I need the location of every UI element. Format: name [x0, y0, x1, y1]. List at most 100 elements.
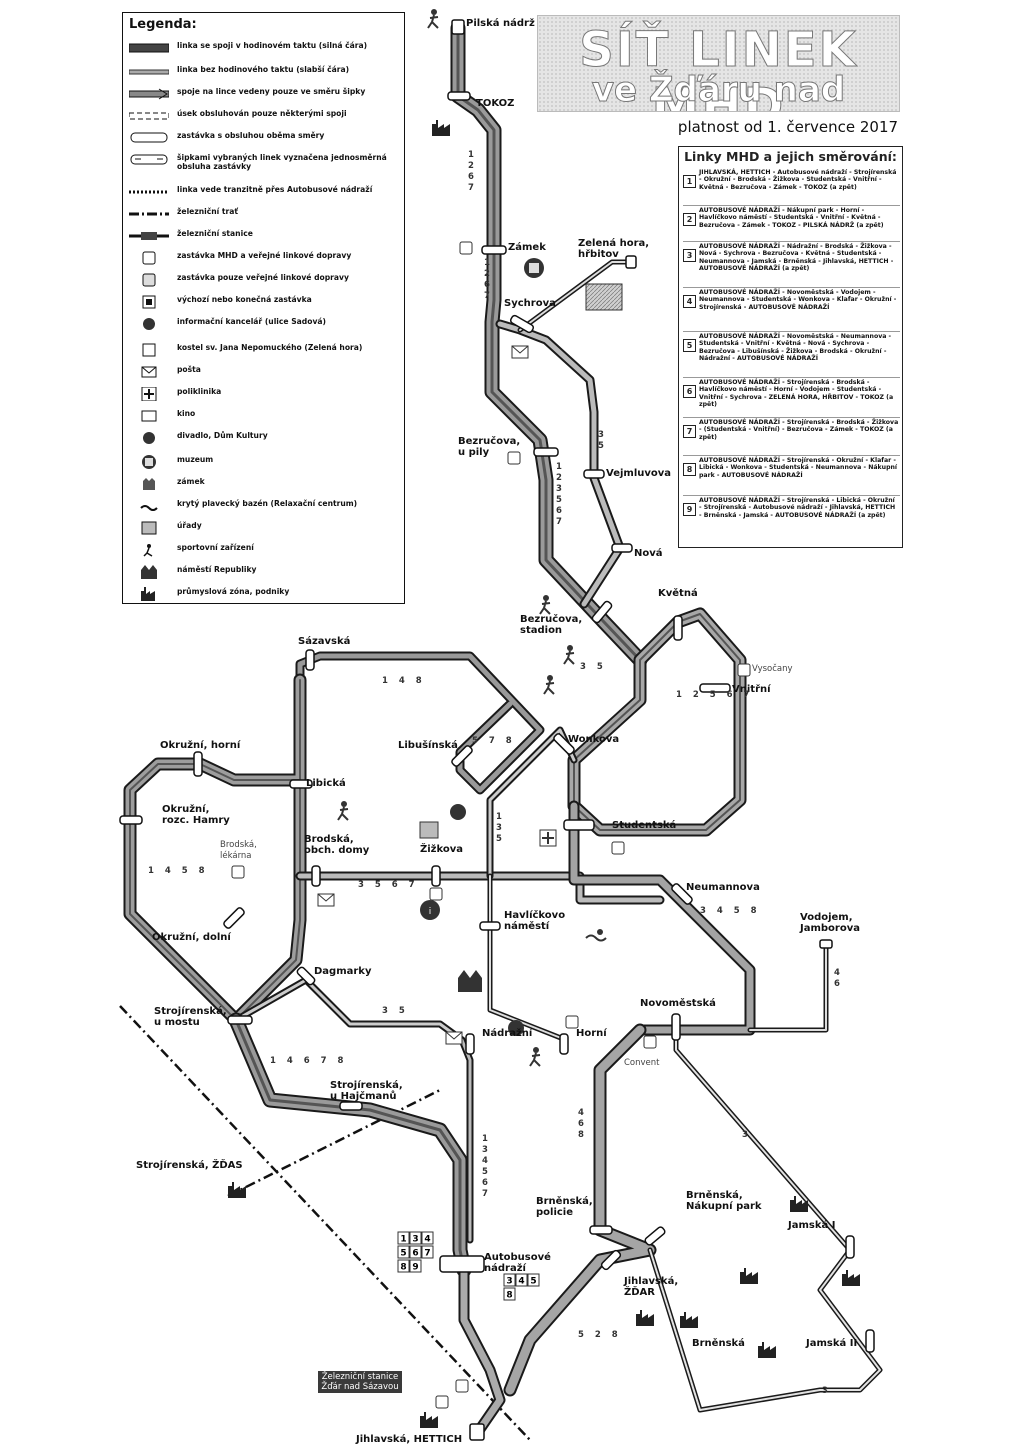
route-description: AUTOBUSOVÉ NÁDRAŽÍ - Strojírenská - Brod…: [699, 419, 899, 441]
map-subtitle: ve Žďáru nad Sázavou: [591, 70, 846, 112]
legend-item: linka se spoji v hodinovém taktu (silná …: [129, 39, 401, 59]
stop-marker-hettich: [469, 1423, 485, 1441]
stop-marker-hajcmanu: [339, 1101, 363, 1111]
stop-marker-bezrucova-stadion: [591, 600, 613, 624]
line-number-badge: 5: [683, 339, 696, 352]
legend-panel: Legenda: linka se spoji v hodinovém takt…: [122, 12, 405, 604]
route-description: JIHLAVSKÁ, HETTICH - Autobusové nádraží …: [699, 169, 897, 191]
stop-marker-jamska-2: [865, 1329, 875, 1353]
route-description: AUTOBUSOVÉ NÁDRAŽÍ - Nákupní park - Horn…: [699, 207, 884, 229]
legend-item-label: úřady: [177, 521, 202, 530]
legend-item: náměstí Republiky: [129, 563, 401, 583]
stop-marker-vodojem: [819, 939, 833, 949]
zizkova-wonkova: [486, 726, 578, 880]
stop-label-sychrova: Sychrova: [504, 298, 556, 309]
legend-item-label: pošta: [177, 365, 201, 374]
stop-marker-dagmarky: [296, 966, 316, 986]
terminus-badge: 8: [506, 1291, 512, 1301]
stop-marker-pilska: [451, 19, 465, 35]
stop-label-libusinska: Libušínská: [398, 740, 458, 751]
legend-item-label: divadlo, Dům Kultury: [177, 431, 268, 440]
legend-item-label: výchozí nebo konečná zastávka: [177, 295, 312, 304]
post-icon: [511, 345, 529, 359]
sport-icon: [563, 645, 575, 665]
legend-item-label: kostel sv. Jana Nepomuckého (Zelená hora…: [177, 343, 363, 352]
legend-item: zastávka s obsluhou oběma směry: [129, 129, 401, 149]
stop-marker-libicka: [289, 779, 313, 789]
post-icon: [445, 1031, 463, 1045]
legend-item-label: náměstí Republiky: [177, 565, 257, 574]
route-separator: [683, 417, 900, 418]
line-number-label: 1 2 5 6 7: [676, 690, 754, 700]
line-number-badge: 3: [683, 249, 696, 262]
thick-line-icon: [129, 43, 169, 53]
stop-marker-nadrazni: [465, 1033, 475, 1055]
line-number-label: 1 2 3 5 6 7: [556, 462, 562, 527]
legend-item: spoje na lince vedeny pouze ve směru šip…: [129, 85, 401, 105]
square-icon: [458, 970, 482, 992]
stop-marker-jamska-1: [845, 1235, 855, 1259]
theatre-icon: [450, 804, 466, 820]
legend-item: linka vede tranzitně přes Autobusové nád…: [129, 183, 401, 203]
sport-icon: [143, 544, 153, 557]
stop-markers: [119, 19, 875, 1441]
legend-item: úsek obsluhován pouze některými spoji: [129, 107, 401, 127]
sport-icon: [539, 595, 551, 615]
stop-label-vodojem: Vodojem, Jamborova: [800, 912, 860, 934]
route-description: AUTOBUSOVÉ NÁDRAŽÍ - Nádražní - Brodská …: [699, 243, 894, 273]
routes-panel-title: Linky MHD a jejich směrování:: [684, 149, 897, 164]
stop-arrows-icon: [130, 154, 168, 165]
stop-label-brnenska: Brněnská: [692, 1338, 745, 1349]
line-number-badge: 6: [683, 385, 696, 398]
legend-item-label: informační kancelář (ulice Sadová): [177, 317, 326, 326]
bus-stop-icon: [565, 1015, 579, 1029]
legend-item: výchozí nebo konečná zastávka: [129, 293, 401, 313]
legend-item-label: krytý plavecký bazén (Relaxační centrum): [177, 499, 358, 508]
legend-item-label: spoje na lince vedeny pouze ve směru šip…: [177, 87, 366, 96]
legend-item: železniční stanice: [129, 227, 401, 247]
rail-line-icon: [129, 212, 169, 216]
legend-item: kostel sv. Jana Nepomuckého (Zelená hora…: [129, 341, 401, 361]
post-icon: [141, 366, 157, 378]
stop-marker-okruzni-hamry: [119, 815, 143, 825]
legend-item: průmyslová zóna, podniky: [129, 585, 401, 605]
legend-item-label: úsek obsluhován pouze některými spoji: [177, 109, 347, 118]
stop-label-nova: Nová: [634, 548, 663, 559]
stop-marker-okruzni-dolni: [223, 907, 245, 929]
stop-marker-bezrucova-pily: [533, 447, 559, 457]
rail-station-icon: [129, 232, 169, 240]
stop-marker-novomestska: [671, 1013, 681, 1041]
cinema-icon: [141, 410, 157, 422]
legend-item: poliklinika: [129, 385, 401, 405]
terminus-icon: [142, 295, 156, 309]
legend-item: zastávka MHD a veřejné linkové dopravy: [129, 249, 401, 269]
factory-icon: [842, 1270, 860, 1286]
terminus-badge-right-1: 3 4 5: [503, 1273, 540, 1287]
line-number-label: 4 6: [834, 968, 840, 989]
legend-item-label: průmyslová zóna, podniky: [177, 587, 290, 596]
havlickovo-line: [487, 873, 569, 1053]
terminus-badge: 5: [400, 1249, 406, 1259]
stop-label-novomestska: Novoměstská: [640, 998, 716, 1009]
bus-stop-regional-icon: [142, 273, 156, 287]
dotted-line-icon: [129, 190, 169, 194]
line-number-label: 4 6 8: [578, 1108, 584, 1140]
line-number-badge: 1: [683, 175, 696, 188]
terminus-badge: 5: [530, 1277, 536, 1287]
stop-label-vejmluvova: Vejmluvova: [606, 468, 672, 479]
stop-label-zamek: Zámek: [508, 242, 546, 253]
line-number-label: 1 4 5 8: [148, 866, 209, 876]
bus-stop-icon: [435, 1395, 449, 1409]
legend-item-label: železniční stanice: [177, 229, 253, 238]
line-number-label: 3 5: [382, 1006, 409, 1016]
stop-label-havlickovo: Havlíčkovo náměstí: [504, 910, 566, 932]
sport-icon: [427, 9, 439, 29]
thin-line-icon: [129, 69, 169, 75]
pool-icon: [585, 929, 607, 942]
neumannova-diag: [568, 800, 756, 1036]
route-description: AUTOBUSOVÉ NÁDRAŽÍ - Strojírenská - Okru…: [699, 457, 898, 479]
factory-icon: [228, 1182, 246, 1198]
legend-item: sportovní zařízení: [129, 541, 401, 561]
